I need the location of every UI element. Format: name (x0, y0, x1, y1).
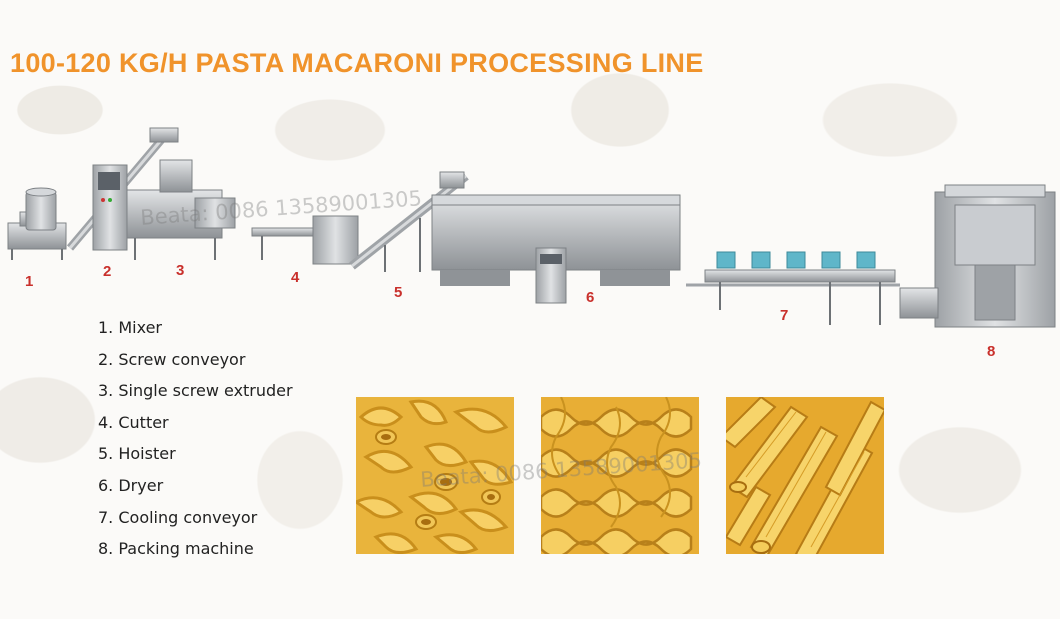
mixer-machine (7, 187, 67, 260)
machine-number-1: 1 (25, 273, 34, 290)
packing-machine (899, 184, 1056, 328)
machine-number-5: 5 (394, 284, 403, 301)
legend-item: 2. Screw conveyor (98, 349, 246, 369)
hoister-machine (349, 171, 469, 272)
fusilli-photo (541, 397, 699, 554)
macaroni-photo (356, 397, 514, 554)
penne-photo (726, 397, 884, 554)
legend-item: 6. Dryer (98, 475, 164, 495)
cooling-conveyor-machine (686, 251, 900, 325)
machine-number-3: 3 (176, 262, 185, 279)
cutter-machine (251, 215, 359, 265)
legend-item: 8. Packing machine (98, 539, 254, 559)
processing-line-illustration (7, 127, 1056, 328)
legend-item: 3. Single screw extruder (98, 381, 293, 401)
machine-legend: 1. Mixer 2. Screw conveyor 3. Single scr… (98, 317, 293, 570)
legend-item: 1. Mixer (98, 318, 162, 337)
legend-item: 5. Hoister (98, 444, 176, 464)
machine-number-6: 6 (586, 289, 595, 306)
extruder-machine (92, 159, 236, 260)
dryer-machine (431, 194, 681, 304)
machine-number-7: 7 (780, 307, 789, 324)
legend-item: 4. Cutter (98, 412, 169, 432)
machine-number-2: 2 (103, 263, 112, 280)
legend-item: 7. Cooling conveyor (98, 507, 258, 527)
machine-number-4: 4 (291, 269, 300, 286)
page-title: 100-120 KG/H PASTA MACARONI PROCESSING L… (10, 48, 704, 78)
machine-number-8: 8 (987, 343, 996, 360)
